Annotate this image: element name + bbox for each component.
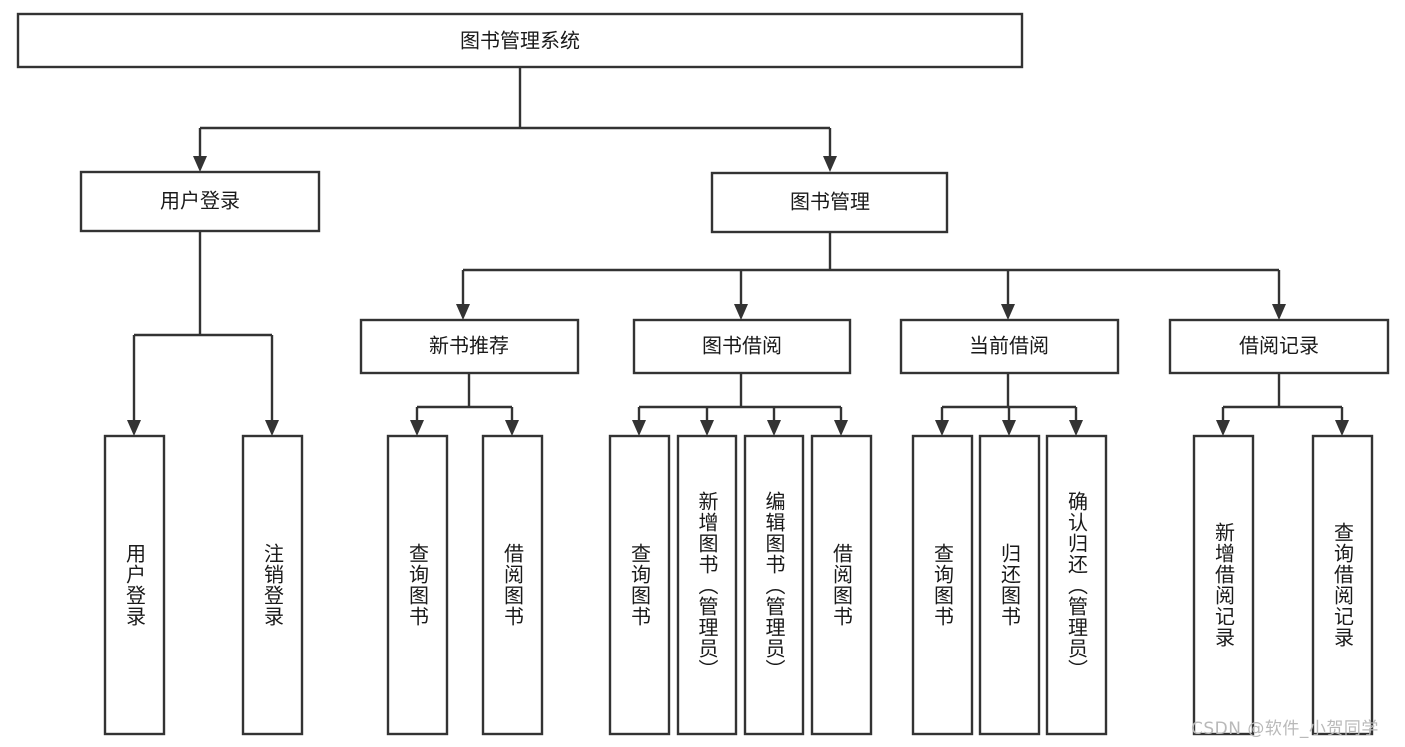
node-box-leaf-edit-book-admin[interactable]: [743, 434, 805, 736]
node-label-borrow-records: 借阅记录: [1239, 334, 1319, 358]
edge-records-to-leaves: [1216, 373, 1349, 436]
node-label-book-borrow: 图书借阅: [702, 334, 782, 358]
node-box-leaf-borrow-book-1[interactable]: [481, 434, 544, 736]
node-label-root: 图书管理系统: [460, 29, 580, 53]
node-box-book-borrow[interactable]: [632, 318, 852, 375]
edge-bookmgmt-to-level2: [456, 232, 1286, 320]
node-box-root[interactable]: [16, 12, 1024, 69]
node-box-leaf-logout[interactable]: [241, 434, 304, 736]
node-label-book-management: 图书管理: [790, 190, 870, 214]
edge-borrow-to-leaves: [632, 373, 848, 436]
node-box-leaf-query-book-3[interactable]: [911, 434, 974, 736]
node-box-leaf-query-record[interactable]: [1311, 434, 1374, 736]
node-box-leaf-return-book[interactable]: [978, 434, 1041, 736]
edge-login-to-leaves: [127, 231, 279, 436]
node-label-new-book-recommend: 新书推荐: [429, 334, 509, 358]
node-box-book-management[interactable]: [710, 171, 949, 234]
node-box-new-book-recommend[interactable]: [359, 318, 580, 375]
node-box-borrow-records[interactable]: [1168, 318, 1390, 375]
node-label-user-login: 用户登录: [160, 189, 240, 213]
node-box-leaf-query-book-2[interactable]: [608, 434, 671, 736]
edge-current-to-leaves: [935, 373, 1083, 436]
node-box-leaf-user-login[interactable]: [103, 434, 166, 736]
watermark-text: CSDN @软件_小贺同学: [1191, 719, 1379, 739]
node-box-leaf-confirm-return[interactable]: [1045, 434, 1108, 736]
node-box-current-borrow[interactable]: [899, 318, 1120, 375]
edge-newbook-to-leaves: [410, 373, 519, 436]
node-box-leaf-borrow-book-2[interactable]: [810, 434, 873, 736]
node-box-leaf-add-book-admin[interactable]: [676, 434, 738, 736]
node-box-user-login[interactable]: [79, 170, 321, 233]
node-box-leaf-add-record[interactable]: [1192, 434, 1255, 736]
node-box-leaf-query-book-1[interactable]: [386, 434, 449, 736]
edge-root-to-level1: [193, 67, 837, 172]
node-label-current-borrow: 当前借阅: [969, 334, 1049, 358]
